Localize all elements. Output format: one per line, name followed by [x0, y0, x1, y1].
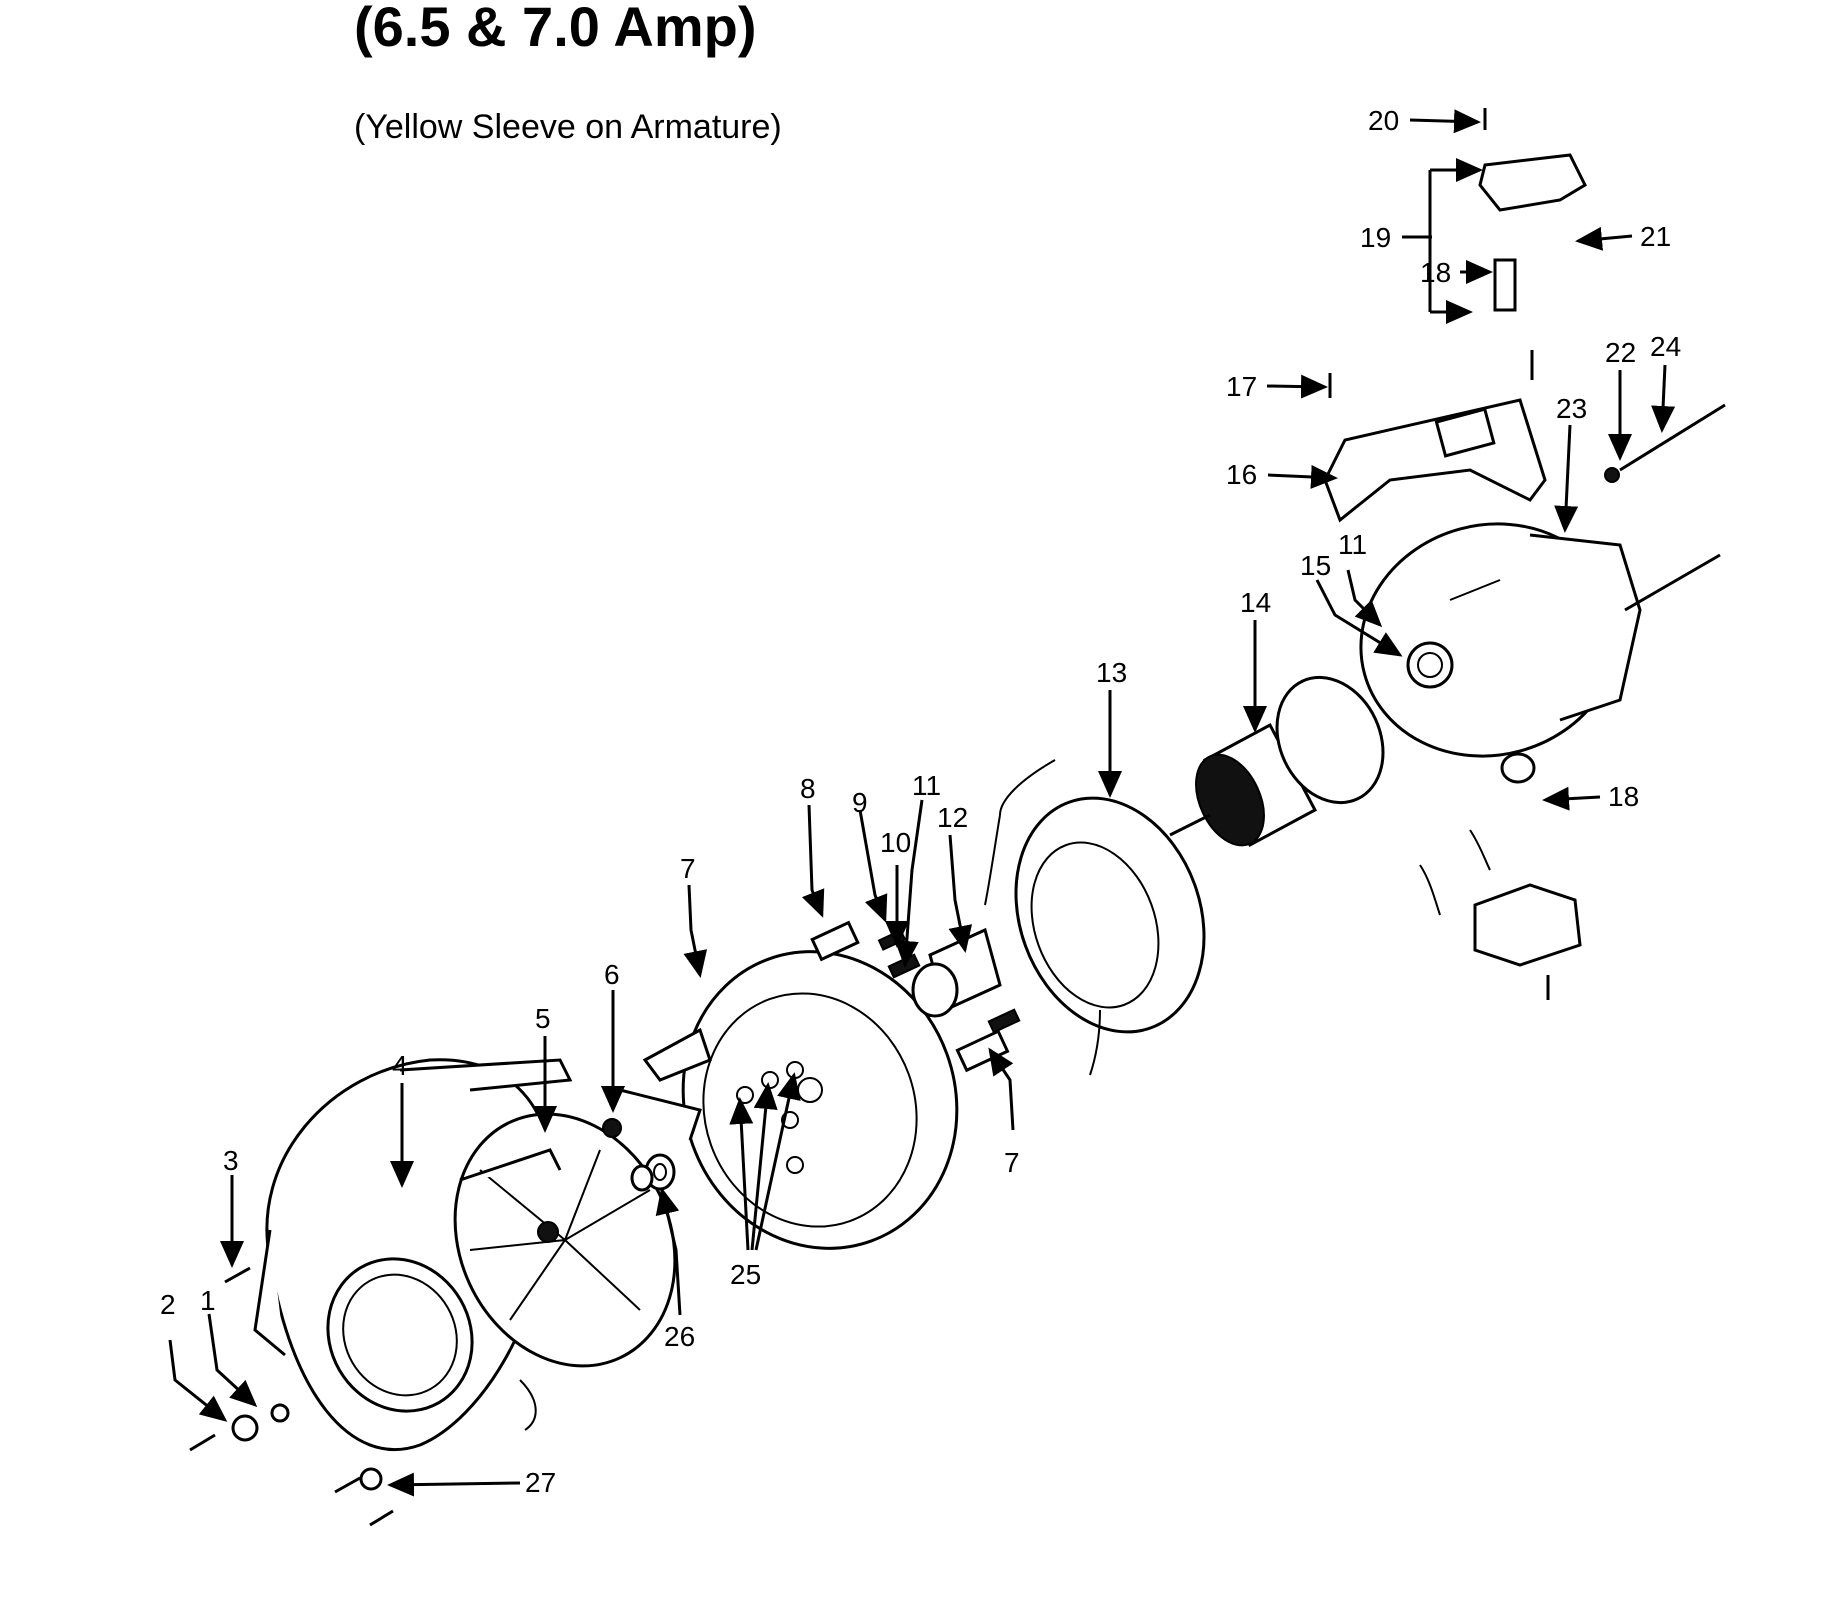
- callout-7-upper: 7: [680, 853, 696, 884]
- callout-17: 17: [1226, 371, 1257, 402]
- callout-11-lower: 11: [912, 770, 941, 801]
- callout-20: 20: [1368, 105, 1399, 136]
- callout-18-upper: 18: [1420, 257, 1451, 288]
- callout-5: 5: [535, 1003, 551, 1034]
- callout-10: 10: [880, 827, 911, 858]
- callout-18-lower: 18: [1608, 781, 1639, 812]
- callout-21: 21: [1640, 221, 1671, 252]
- callout-9: 9: [852, 787, 868, 818]
- callout-15: 15: [1300, 550, 1331, 581]
- hex-nut-drawing: [1604, 467, 1620, 483]
- field-stator-drawing: [984, 759, 1206, 1076]
- callout-19: 19: [1360, 222, 1391, 253]
- diagram-subtitle: (Yellow Sleeve on Armature): [354, 108, 782, 146]
- callout-8: 8: [800, 773, 816, 804]
- callout-1: 1: [200, 1285, 216, 1316]
- switch-assembly-drawing: [1478, 153, 1587, 312]
- callout-7-lower: 7: [1004, 1147, 1020, 1178]
- callout-11-upper: 11: [1338, 529, 1367, 560]
- callout-27: 27: [525, 1467, 556, 1498]
- callout-6: 6: [604, 959, 620, 990]
- callout-lines: [168, 109, 1676, 1497]
- diagram-title: (6.5 & 7.0 Amp): [354, 0, 757, 58]
- washer-drawing: [630, 1153, 676, 1192]
- callout-22: 22: [1605, 337, 1636, 368]
- armature-drawing: [1169, 675, 1385, 848]
- impeller-fan-drawing: [453, 1112, 677, 1368]
- rear-housing-drawing: [1359, 522, 1642, 784]
- screws-drawing: [189, 108, 1550, 1527]
- callout-24: 24: [1650, 331, 1681, 362]
- through-bolt-lower-drawing: [1624, 553, 1721, 612]
- switch-cover-drawing: [1323, 398, 1547, 523]
- callout-2: 2: [160, 1289, 176, 1320]
- callout-23: 23: [1556, 393, 1587, 424]
- callout-12: 12: [937, 802, 968, 833]
- nut-drawing: [602, 1118, 622, 1138]
- callout-16: 16: [1226, 459, 1257, 490]
- callout-26: 26: [664, 1321, 695, 1352]
- through-bolt-drawing: [1619, 403, 1726, 472]
- callout-labels: 1 2 3 4 5 6 7 7 8 9 10 11 11 12 13 14 15…: [160, 105, 1681, 1498]
- callout-13: 13: [1096, 657, 1127, 688]
- callout-3: 3: [223, 1145, 239, 1176]
- callout-14: 14: [1240, 587, 1271, 618]
- callout-25: 25: [730, 1259, 761, 1290]
- lower-switch-body-drawing: [1419, 829, 1582, 967]
- callout-4: 4: [392, 1050, 408, 1081]
